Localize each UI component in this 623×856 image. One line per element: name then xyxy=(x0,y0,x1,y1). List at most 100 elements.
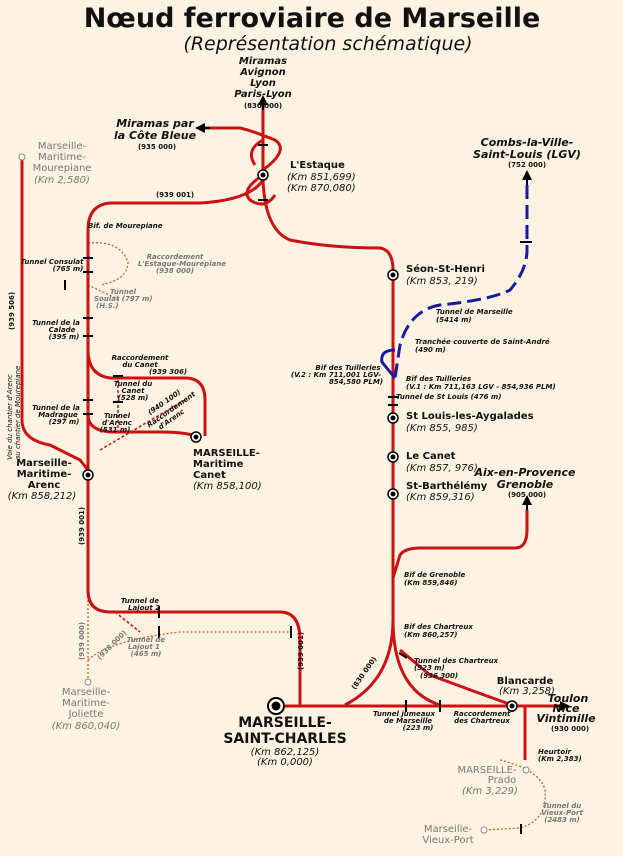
destination-labels: Miramas Avignon Lyon Paris-Lyon (830 000… xyxy=(114,56,596,733)
mcanet-km: (Km 858,100) xyxy=(193,481,262,492)
tunnel-lajout1-3: (465 m) xyxy=(131,650,162,658)
main-lines xyxy=(20,100,560,760)
direction-arrows xyxy=(195,95,570,711)
station-mourepiane[interactable] xyxy=(18,153,26,161)
tunnel-lajout1-2: Lajout 1 xyxy=(128,643,160,651)
tunnel-canet-2: Canet xyxy=(122,387,146,395)
dest-cotebleue-2: la Côte Bleue xyxy=(114,129,197,142)
tranchee-1: Tranchée couverte de Saint-André xyxy=(415,338,550,346)
mourepiane-name-3: Mourepiane xyxy=(33,163,92,174)
tunnel-lajout1-1: Tunnel de xyxy=(127,636,165,644)
tunnel-madrague-3: (297 m) xyxy=(49,418,80,426)
label-830000: (830 000) xyxy=(350,655,378,691)
racc-canet-2: du Canet xyxy=(122,361,158,369)
racc-canet-1: Raccordement xyxy=(112,354,169,362)
tunnel-calade-3: (395 m) xyxy=(49,333,80,341)
technical-labels: (939 001) Bif. de Mourepiane Raccordemen… xyxy=(6,191,583,824)
bif-grenoble-1: Bif de Grenoble xyxy=(404,571,466,579)
racc-estaque-1: Raccordement xyxy=(147,253,204,261)
stcharles-name-1: MARSEILLE- xyxy=(238,715,332,731)
tunnel-canet-1: Tunnel du xyxy=(114,380,152,388)
tunnel-lajout2-1: Tunnel de xyxy=(121,597,159,605)
label-939001-right: (939 001) xyxy=(297,632,305,670)
stlouis-km: (Km 855, 985) xyxy=(406,423,478,434)
tunnel-chartreux-3: (936 300) xyxy=(420,672,458,680)
tunnel-soulat-1: Tunnel xyxy=(110,288,137,296)
prado-name-2: Prado xyxy=(488,775,517,786)
bif-chartreux-2: (Km 860,257) xyxy=(404,631,457,639)
tunnel-arenc-2: d'Arenc xyxy=(102,419,133,427)
tunnel-vieuxport-1: Tunnel du xyxy=(543,802,581,810)
tunnel-jumeaux-3: (223 m) xyxy=(403,724,434,732)
canet-km: (Km 857, 976) xyxy=(406,463,478,474)
dest-north-1: Miramas xyxy=(239,56,287,67)
estaque-name: L'Estaque xyxy=(290,160,345,171)
label-939000: (939 000) xyxy=(78,622,86,660)
mcanet-name-3: Canet xyxy=(193,470,226,481)
racc-chartreux-2: des Chartreux xyxy=(454,717,510,725)
heurtoir-1: Heurtoir xyxy=(538,748,572,756)
bif-grenoble-2: (Km 859,846) xyxy=(404,579,457,587)
joliette-name-2: Maritime- xyxy=(62,698,110,709)
heurtoir-2: (Km 2,383) xyxy=(538,755,582,763)
station-prado[interactable] xyxy=(522,766,530,774)
dest-aix-km: (905 000) xyxy=(508,491,546,499)
dest-aix-1: Aix-en-Provence xyxy=(474,466,576,479)
joliette-name-3: Joliette xyxy=(68,709,104,720)
mourepiane-name-2: Maritime- xyxy=(38,152,86,163)
dest-lgv-km: (752 000) xyxy=(508,161,546,169)
tunnel-arenc-1: Tunnel xyxy=(104,412,131,420)
stations xyxy=(18,153,530,834)
tunnel-soulat-2: Soulat (797 m) xyxy=(94,295,152,303)
lgv-line xyxy=(380,185,529,379)
dest-toulon-3: Vintimille xyxy=(536,712,596,725)
racc-estaque-3: (938 000) xyxy=(156,267,194,275)
dest-lgv-1: Combs-la-Ville- xyxy=(481,136,574,149)
bif-tuilleries-l1: Bif des Tuilleries xyxy=(315,364,380,372)
dest-aix-2: Grenoble xyxy=(497,478,554,491)
tunnel-stlouis: Tunnel de St Louis (476 m) xyxy=(396,393,501,401)
stcharles-name-2: SAINT-CHARLES xyxy=(223,731,346,747)
label-bif-mourepiane: Bif. de Mourepiane xyxy=(88,222,163,230)
vieuxport-name-1: Marseille- xyxy=(424,824,473,835)
station-vieuxport[interactable] xyxy=(480,826,488,834)
tunnel-consulat-1: Tunnel Consulat xyxy=(21,258,85,266)
tunnel-vieuxport-2: Vieux-Port xyxy=(541,809,583,817)
bif-tuilleries-l2: (V.2 : Km 711,001 LGV- xyxy=(291,371,381,379)
prado-km: (Km 3,229) xyxy=(462,786,518,797)
racc-estaque-2: L'Estaque-Mourepiane xyxy=(138,260,226,268)
label-939001-left: (939 001) xyxy=(78,507,86,545)
bif-chartreux-1: Bif des Chartreux xyxy=(404,623,473,631)
station-labels: L'Estaque (Km 851,699) (Km 870,080) Séon… xyxy=(8,141,555,846)
tranchee-2: (490 m) xyxy=(415,346,446,354)
voie-chantier-2: au chantier de Mourepiane xyxy=(14,366,22,460)
racc-chartreux-1: Raccordement xyxy=(454,710,511,718)
dest-north-2: Avignon xyxy=(239,67,285,78)
seon-km: (Km 853, 219) xyxy=(406,276,478,287)
tunnel-marseille-1: Tunnel de Marseille xyxy=(436,308,513,316)
barthelemy-name: St-Barthélémy xyxy=(406,480,488,492)
mourepiane-km: (Km 2,580) xyxy=(34,175,90,186)
tunnel-jumeaux-1: Tunnel jumeaux xyxy=(373,710,436,718)
tunnel-calade-2: Calade xyxy=(49,326,76,334)
bif-tuilleries-r2: (V.1 : Km 711,163 LGV - 854,936 PLM) xyxy=(406,383,556,391)
stlouis-name: St Louis-les-Aygalades xyxy=(406,411,534,422)
arenc-km: (Km 858,212) xyxy=(8,491,77,502)
arenc-name-2: Maritime- xyxy=(17,469,72,480)
voie-chantier-1: Voie du chantier d'Arenc xyxy=(6,374,14,460)
prado-name-1: MARSEILLE- xyxy=(457,765,516,776)
seon-name: Séon-St-Henri xyxy=(406,263,485,275)
tunnel-jumeaux-2: de Marseille xyxy=(384,717,432,725)
label-939001-top: (939 001) xyxy=(156,191,194,199)
barthelemy-km: (Km 859,316) xyxy=(406,492,475,503)
label-938000: (938 000) xyxy=(96,629,129,662)
mourepiane-name-1: Marseille- xyxy=(38,141,87,152)
stcharles-km2: (Km 0,000) xyxy=(257,757,313,768)
mcanet-name-2: Maritime xyxy=(193,459,244,470)
tunnel-consulat-2: (765 m) xyxy=(53,265,84,273)
station-joliette[interactable] xyxy=(84,678,92,686)
canet-name: Le Canet xyxy=(406,451,456,462)
racc-canet-3: (939 306) xyxy=(149,368,187,376)
estaque-km1: (Km 851,699) xyxy=(287,172,356,183)
